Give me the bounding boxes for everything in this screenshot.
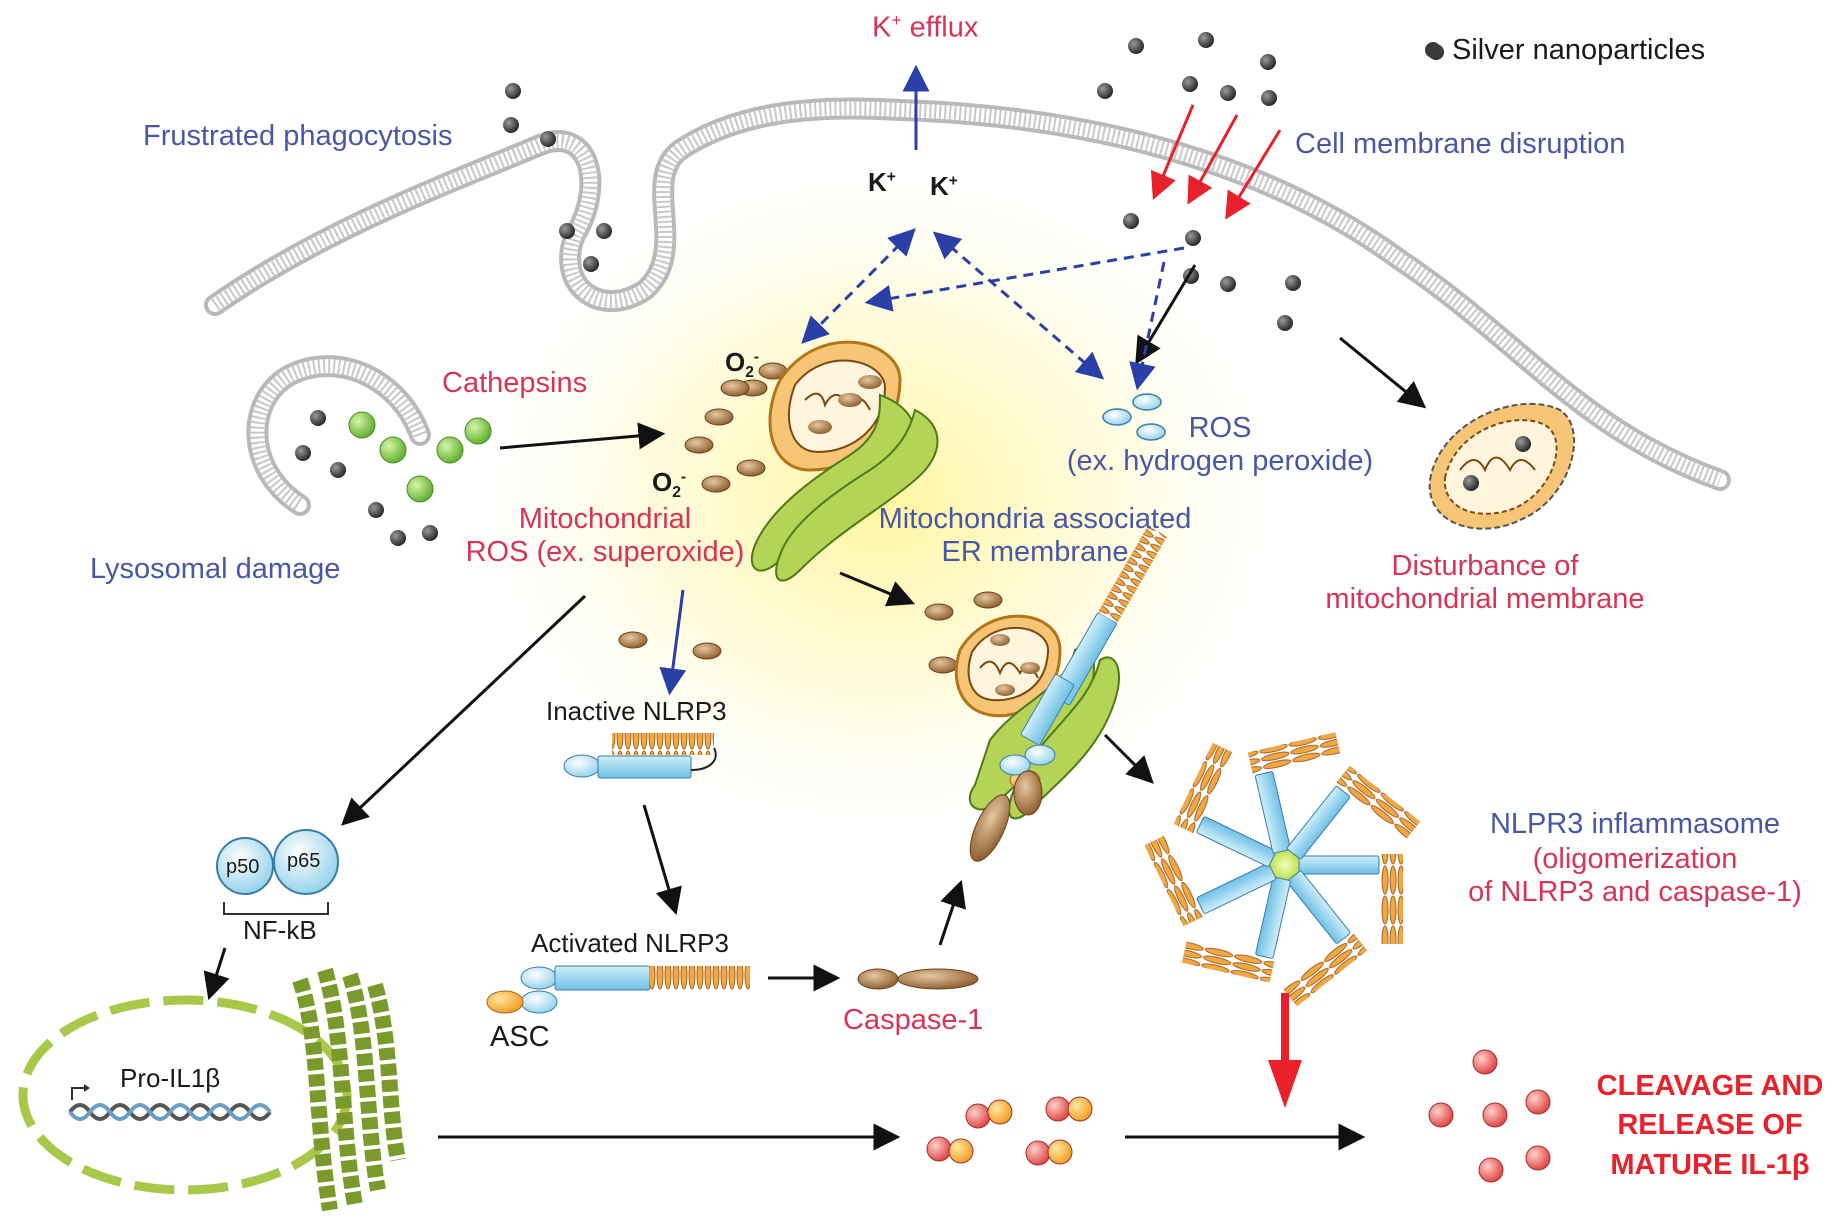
k-ion-1-plus: + — [886, 168, 896, 186]
legend-nanoparticle-dot — [1425, 42, 1441, 58]
mitochondrion-disturbed — [1428, 402, 1576, 530]
nfkb-icon — [216, 829, 339, 915]
nfkb-label: NF-kB — [243, 915, 317, 945]
inflammasome-line3: of NLRP3 and caspase-1) — [1468, 876, 1802, 909]
inflammasome-title: NLPR3 inflammasome — [1489, 808, 1781, 840]
arrows-blue — [659, 64, 930, 696]
lysosomal-damage-label: Lysosomal damage — [90, 553, 341, 585]
p65-label: p65 — [287, 850, 321, 872]
activated-nlrp3-icon — [486, 965, 750, 1014]
superoxide-2-o: O — [652, 467, 673, 497]
superoxide-1-sup: - — [753, 348, 760, 366]
mature-il1b-particles — [1428, 1049, 1551, 1183]
mam-label: Mitochondria associated ER membrane — [865, 503, 1205, 570]
k-ion-2-k: K — [930, 171, 949, 201]
silver-nanoparticles — [295, 32, 1444, 546]
cathepsins-label: Cathepsins — [442, 367, 588, 399]
k-ion-1-k: K — [868, 167, 887, 197]
lysosome — [246, 355, 431, 516]
cleavage-line2: RELEASE OF — [1617, 1109, 1803, 1142]
caspase1-label: Caspase-1 — [843, 1004, 984, 1036]
asc-label: ASC — [490, 1021, 550, 1053]
cell-membrane-disruption-label: Cell membrane disruption — [1295, 128, 1626, 160]
mitochondrial-ros-line2: ROS (ex. superoxide) — [465, 536, 745, 569]
inflammasome-caption: (oligomerization of NLRP3 and caspase-1) — [1440, 843, 1830, 910]
k-ion-1: K+ — [868, 167, 896, 198]
disturbance-line2: mitochondrial membrane — [1325, 583, 1645, 616]
arrow-red-big — [1268, 993, 1302, 1108]
mam-line2: ER membrane — [941, 536, 1129, 569]
superoxide-1-o: O — [725, 347, 746, 377]
er-stack-icon — [292, 967, 406, 1212]
cell-membrane — [204, 97, 1731, 491]
superoxide-label-2: O2- — [652, 467, 687, 502]
mitochondrion-central — [768, 340, 902, 472]
pro-il1b-particles — [926, 1096, 1093, 1166]
legend-silver-nanoparticles: Silver nanoparticles — [1452, 34, 1706, 66]
nucleus — [18, 995, 352, 1195]
arrows-red — [1150, 104, 1282, 220]
disturbance-label: Disturbance of mitochondrial membrane — [1300, 550, 1670, 617]
k-efflux-label: K+ efflux — [872, 10, 978, 45]
pro-il1b-label: Pro-IL1β — [120, 1063, 221, 1093]
k-efflux-word: efflux — [909, 11, 979, 44]
ros-particles — [1102, 393, 1166, 441]
cleavage-release-label: CLEAVAGE AND RELEASE OF MATURE IL-1β — [1580, 1070, 1840, 1182]
k-ion-2: K+ — [930, 171, 958, 202]
dna-icon — [68, 1084, 272, 1121]
mam-line1: Mitochondria associated — [878, 503, 1192, 535]
k-efflux-k: K — [872, 11, 892, 44]
p50-label: p50 — [226, 856, 260, 878]
caspase1-icon — [857, 968, 979, 990]
activated-nlrp3-label: Activated NLRP3 — [531, 928, 729, 958]
k-efflux-plus: + — [891, 10, 902, 30]
superoxide-1-sub: 2 — [745, 364, 754, 382]
arrows-blue-dashed — [801, 228, 1185, 391]
k-ion-2-plus: + — [948, 172, 958, 190]
superoxide-2-sub: 2 — [672, 484, 681, 502]
frustrated-phagocytosis-label: Frustrated phagocytosis — [143, 120, 453, 152]
ros-label: ROS (ex. hydrogen peroxide) — [1050, 412, 1390, 479]
inflammasome-icon — [1144, 732, 1421, 1007]
superoxide-label-1: O2- — [725, 347, 760, 382]
cleavage-line3: MATURE IL-1β — [1610, 1148, 1810, 1181]
superoxide-2-sup: - — [680, 468, 687, 486]
ros-line2: (ex. hydrogen peroxide) — [1066, 445, 1374, 478]
disturbance-line1: Disturbance of — [1391, 550, 1579, 582]
er-membrane-central — [750, 393, 939, 582]
mitochondrial-ros-line1: Mitochondrial — [518, 503, 692, 535]
inflammasome-line2: (oligomerization — [1532, 843, 1738, 875]
mam-assembly-icon — [954, 525, 1168, 862]
cathepsin-balls — [348, 411, 492, 503]
ros-line1: ROS — [1188, 412, 1252, 444]
inactive-nlrp3-label: Inactive NLRP3 — [546, 696, 727, 726]
arrows-black — [203, 264, 1427, 1151]
mitochondrial-ros-label: Mitochondrial ROS (ex. superoxide) — [445, 503, 765, 570]
cleavage-line1: CLEAVAGE AND — [1596, 1070, 1824, 1102]
inactive-nlrp3-icon — [563, 733, 717, 779]
